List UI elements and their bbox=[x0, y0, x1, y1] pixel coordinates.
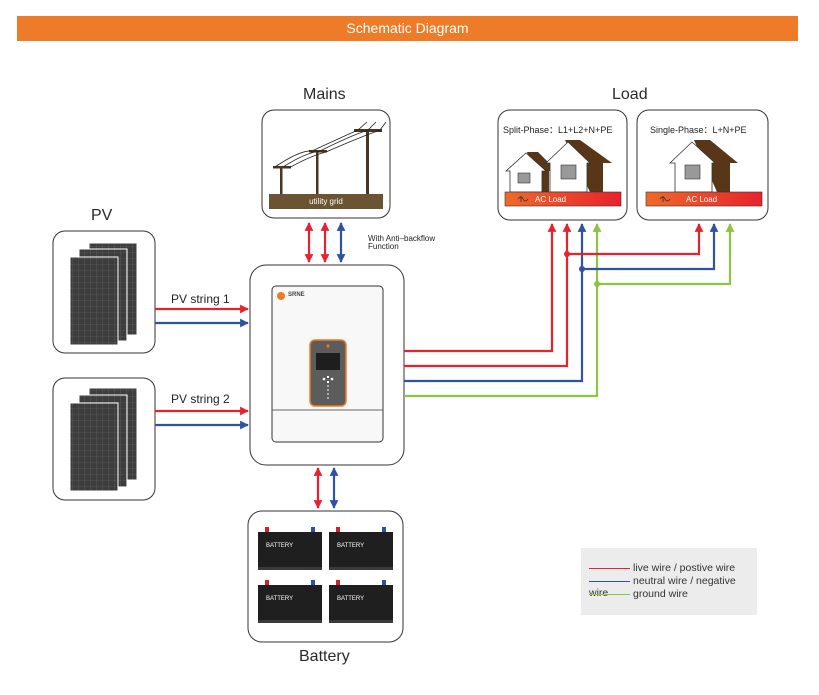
pv-string-2-label: PV string 2 bbox=[171, 392, 230, 406]
legend-item-neutral: neutral wire / negative wire bbox=[589, 575, 736, 599]
srne-logo-icon bbox=[277, 292, 285, 300]
house-icon bbox=[504, 140, 612, 193]
legend-item-live: live wire / postive wire bbox=[589, 562, 735, 574]
legend-swatch bbox=[589, 580, 630, 582]
inverter-brand: SRNE bbox=[288, 292, 305, 298]
battery-wires bbox=[313, 467, 339, 509]
load-heading: Load bbox=[612, 86, 648, 103]
pv-string-1-label: PV string 1 bbox=[171, 292, 230, 306]
battery-label: BATTERY bbox=[337, 543, 365, 549]
split-phase-ac-load-label: AC Load bbox=[535, 195, 567, 204]
inverter-box bbox=[249, 264, 405, 466]
legend-swatch bbox=[589, 593, 630, 595]
pv-heading: PV bbox=[91, 207, 113, 224]
battery-heading: Battery bbox=[299, 648, 350, 665]
battery-1: BATTERY bbox=[258, 527, 322, 570]
battery-label: BATTERY bbox=[266, 596, 294, 602]
battery-3: BATTERY bbox=[258, 580, 322, 623]
legend-swatch bbox=[589, 567, 630, 569]
load-box-split-phase bbox=[497, 109, 628, 221]
title-banner: Schematic Diagram bbox=[17, 16, 798, 41]
house-icon bbox=[669, 140, 738, 193]
ac-wave-icon bbox=[517, 196, 529, 202]
battery-label: BATTERY bbox=[266, 543, 294, 549]
split-phase-title: Split-Phase：L1+L2+N+PE bbox=[503, 125, 613, 135]
load-box-single-phase bbox=[636, 109, 769, 221]
pv-box-1 bbox=[52, 230, 156, 354]
load-wires bbox=[404, 223, 735, 398]
inverter-display-panel bbox=[309, 339, 347, 407]
battery-label: BATTERY bbox=[337, 596, 365, 602]
battery-2: BATTERY bbox=[329, 527, 393, 570]
single-phase-ac-load-label: AC Load bbox=[686, 195, 718, 204]
anti-backflow-note-line2: Function bbox=[368, 242, 399, 251]
utility-grid-label: utility grid bbox=[309, 197, 343, 206]
pv-wires bbox=[155, 304, 249, 430]
legend: live wire / postive wire neutral wire / … bbox=[581, 548, 757, 615]
mains-wires bbox=[304, 222, 346, 263]
anti-backflow-note-line1: With Anti–backflow bbox=[368, 234, 436, 243]
mains-heading: Mains bbox=[303, 86, 346, 103]
solar-panel-icon bbox=[69, 242, 138, 346]
single-phase-title: Single-Phase：L+N+PE bbox=[650, 125, 747, 135]
power-pole-icon bbox=[269, 121, 387, 209]
mains-box bbox=[261, 109, 391, 219]
solar-panel-icon bbox=[69, 387, 138, 492]
ac-wave-icon bbox=[659, 196, 671, 202]
pv-box-2 bbox=[52, 377, 156, 501]
battery-4: BATTERY bbox=[329, 580, 393, 623]
legend-item-ground: ground wire bbox=[589, 588, 688, 600]
